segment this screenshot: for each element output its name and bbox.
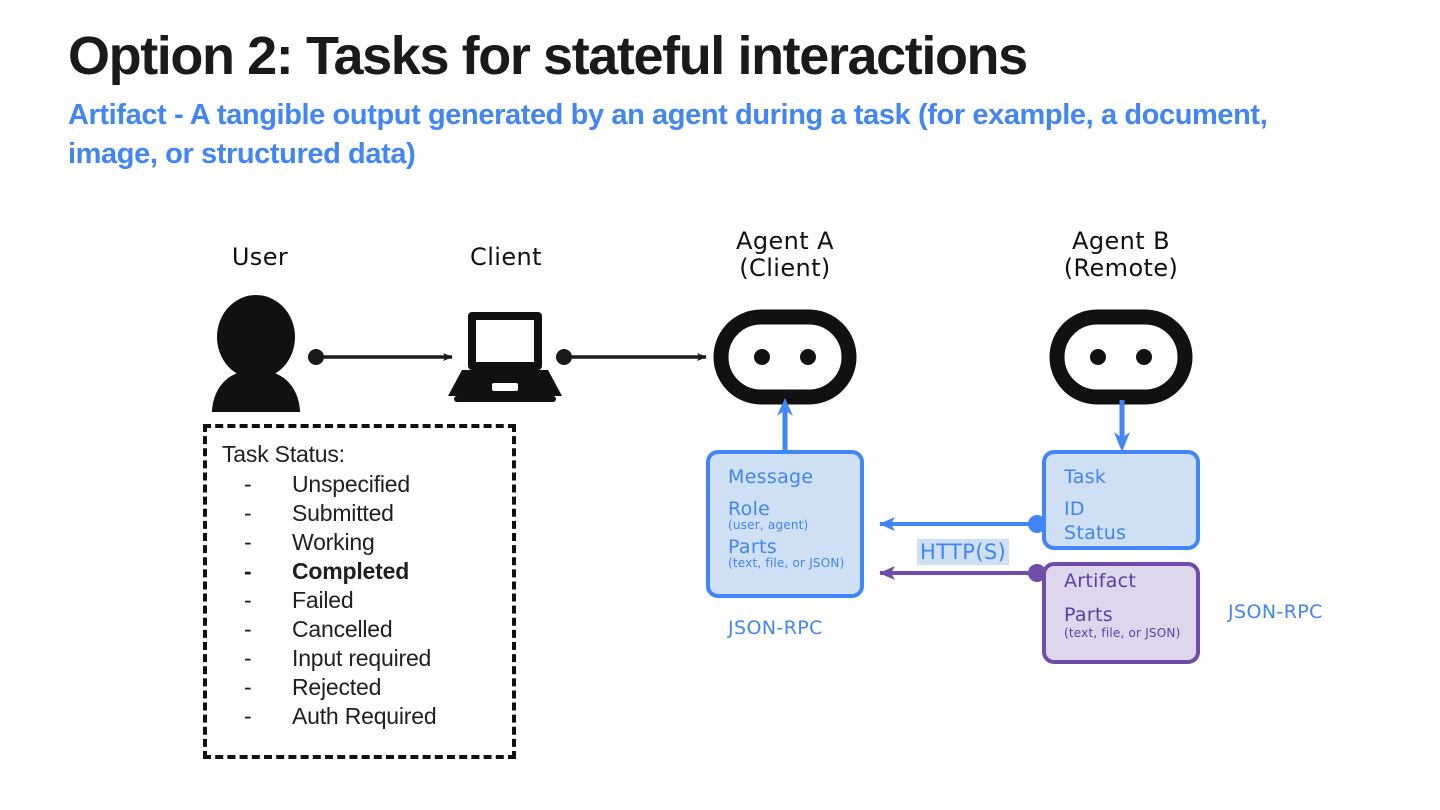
message-box-parts-note: (text, file, or JSON)	[728, 556, 845, 570]
message-box-field-parts: Parts	[728, 536, 777, 558]
robot-icon-agent-a	[713, 309, 857, 405]
bullet-dash: -	[244, 674, 252, 700]
message-box-field-role: Role	[728, 498, 771, 520]
node-label-user: User	[231, 243, 289, 271]
task-box-title: Task	[1064, 466, 1107, 488]
bullet-dash: -	[244, 529, 252, 555]
status-item-input-required: - Input required	[244, 645, 431, 672]
jsonrpc-label-right: JSON-RPC	[1228, 601, 1323, 623]
status-item-submitted: - Submitted	[244, 500, 394, 527]
bullet-dash: -	[244, 587, 252, 613]
agent-a-name: Agent A	[736, 227, 834, 255]
status-item-cancelled: - Cancelled	[244, 616, 393, 643]
node-label-agent-b: Agent B (Remote)	[1051, 228, 1191, 282]
message-box-title: Message	[728, 466, 814, 488]
task-box-field-id: ID	[1064, 498, 1085, 520]
bullet-dash: -	[244, 471, 252, 497]
artifact-box-title: Artifact	[1064, 570, 1137, 592]
status-item-failed: - Failed	[244, 587, 354, 614]
arrow-user-to-client	[308, 349, 453, 365]
status-label: Auth Required	[292, 703, 437, 729]
artifact-box-field-parts: Parts	[1064, 604, 1113, 626]
bullet-dash: -	[244, 616, 252, 642]
arrow-agent-b-to-task	[1114, 400, 1130, 452]
node-label-agent-a: Agent A (Client)	[715, 228, 855, 282]
status-label: Working	[292, 529, 375, 555]
bullet-dash: -	[244, 558, 252, 584]
message-box	[706, 450, 864, 598]
page-title: Option 2: Tasks for stateful interaction…	[68, 26, 1028, 86]
task-status-panel	[203, 424, 516, 759]
page-subtitle: Artifact - A tangible output generated b…	[68, 99, 1268, 171]
task-box-field-status: Status	[1064, 522, 1127, 544]
status-item-auth-required: - Auth Required	[244, 703, 437, 730]
https-transport-label: HTTP(S)	[917, 539, 1010, 565]
status-item-working: - Working	[244, 529, 375, 556]
bullet-dash: -	[244, 703, 252, 729]
status-item-rejected: - Rejected	[244, 674, 381, 701]
agent-b-name: Agent B	[1072, 227, 1170, 255]
status-label: Failed	[292, 587, 354, 613]
task-box	[1042, 450, 1200, 550]
arrow-task-to-message	[879, 515, 1046, 533]
bullet-dash: -	[244, 500, 252, 526]
artifact-box	[1042, 562, 1200, 664]
laptop-icon	[448, 312, 562, 402]
arrow-artifact-to-message	[879, 564, 1046, 582]
agent-b-role: (Remote)	[1063, 253, 1179, 282]
jsonrpc-label-left: JSON-RPC	[728, 617, 823, 639]
status-label: Completed	[292, 558, 410, 584]
status-label: Rejected	[292, 674, 382, 700]
status-item-completed: - Completed	[244, 558, 409, 585]
arrow-client-to-agent-a	[556, 349, 707, 365]
artifact-box-parts-note: (text, file, or JSON)	[1064, 626, 1181, 640]
message-box-role-note: (user, agent)	[728, 518, 809, 532]
status-item-unspecified: - Unspecified	[244, 471, 410, 498]
agent-a-role: (Client)	[739, 253, 831, 282]
bullet-dash: -	[244, 645, 252, 671]
person-icon	[212, 295, 300, 412]
status-label: Unspecified	[292, 471, 410, 497]
status-label: Submitted	[292, 500, 394, 526]
status-label: Input required	[292, 645, 432, 671]
task-status-title: Task Status:	[222, 441, 345, 467]
robot-icon-agent-b	[1049, 309, 1193, 405]
status-label: Cancelled	[292, 616, 393, 642]
arrow-message-to-agent-a	[777, 398, 793, 450]
node-label-client: Client	[470, 243, 542, 271]
